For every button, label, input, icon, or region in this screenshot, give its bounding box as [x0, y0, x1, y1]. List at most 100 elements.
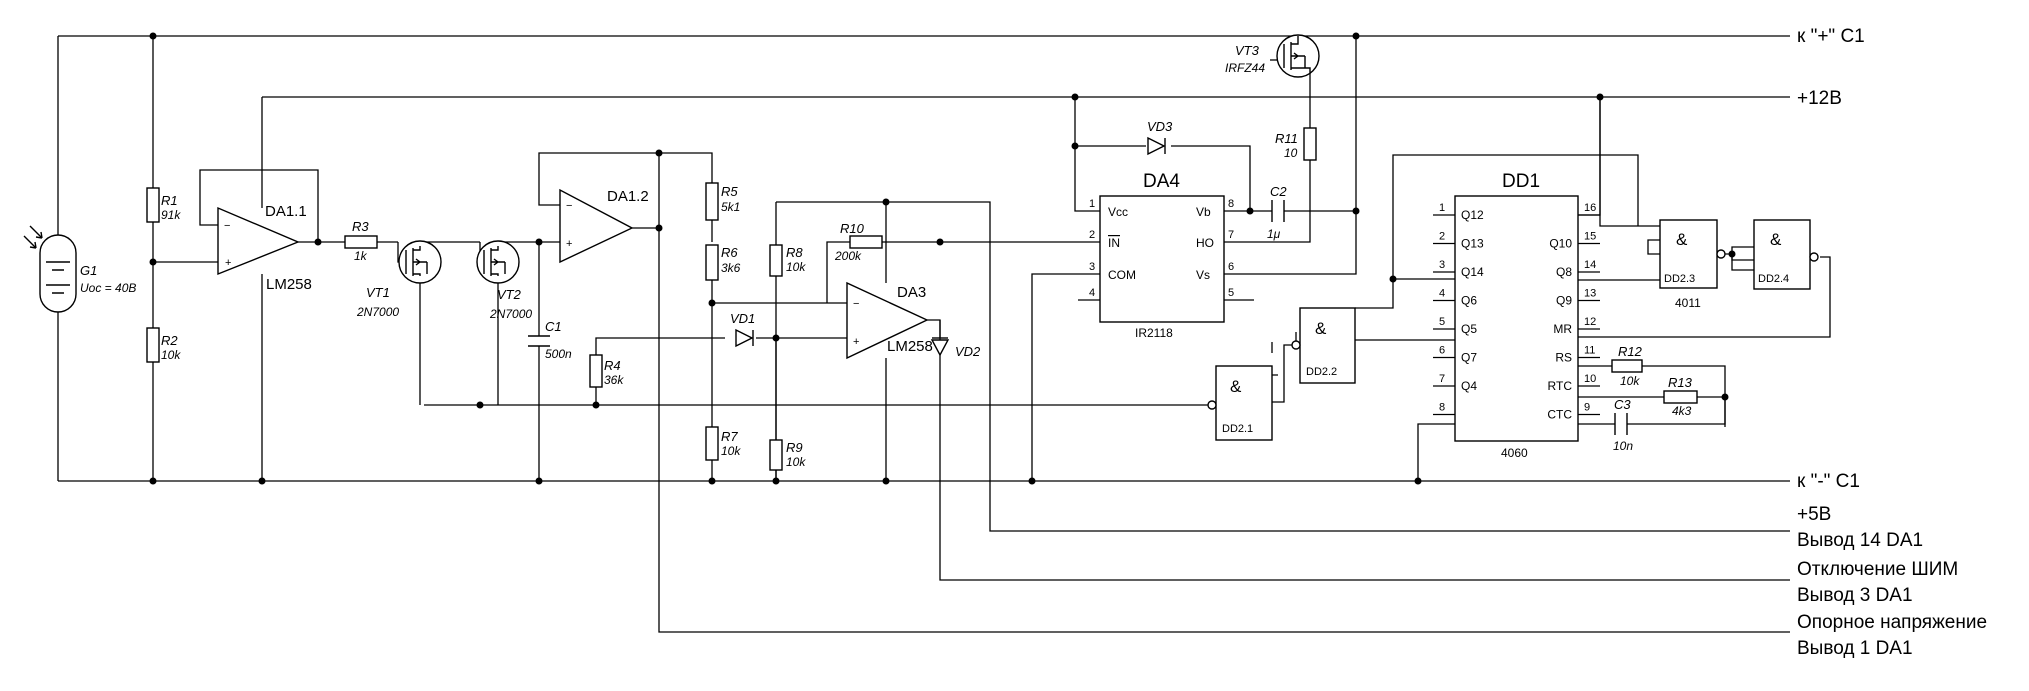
dd1-pin-name: MR [1553, 322, 1572, 336]
r2-ref: R2 [161, 333, 178, 348]
da4-pin-7: 7 [1228, 229, 1234, 241]
dd1-pin-name: CTC [1547, 408, 1572, 422]
r13-body [1663, 390, 1698, 404]
r8-ref: R8 [786, 245, 803, 260]
mosfet-vt1: VT1 2N7000 [356, 240, 442, 319]
dd1-pin-number: 15 [1584, 231, 1596, 243]
dd1-ref: DD1 [1502, 171, 1540, 192]
dd1-pin-number: 5 [1439, 316, 1445, 328]
dd1-pin-number: 2 [1439, 231, 1445, 243]
r5-body [705, 182, 719, 221]
wire-dd1-p16-rail [1578, 97, 1601, 216]
dd1-pin-name: Q9 [1556, 294, 1572, 308]
wire-da3-fb [826, 241, 940, 303]
dd1-pin-name: Q7 [1461, 351, 1477, 365]
r3-ref: R3 [352, 219, 369, 234]
r6-ref: R6 [721, 245, 738, 260]
c3-val: 10n [1613, 439, 1633, 453]
wire-vref [658, 153, 1790, 633]
c1-val: 500n [545, 347, 572, 361]
dd1-pin-number: 1 [1439, 202, 1445, 214]
r7-val: 10k [721, 444, 741, 458]
vt1-part: 2N7000 [356, 305, 399, 319]
dd1-pin-name: Q8 [1556, 265, 1572, 279]
r2-val: 10k [161, 348, 181, 362]
wire-dd1-p8 [1417, 423, 1455, 481]
g1-photocell: G1 Uoc = 40В [23, 225, 136, 313]
opamp-da3: − + DA3 LM258 [846, 281, 933, 360]
vt3-part: IRFZ44 [1225, 61, 1265, 75]
dd23-ref: DD2.3 [1664, 273, 1695, 285]
da4-pin-4: 4 [1089, 287, 1095, 299]
vt1-ref: VT1 [366, 285, 390, 300]
r12-body [1611, 359, 1643, 373]
dd1-pin-name: Q12 [1461, 208, 1484, 222]
da4-label-ho: HO [1196, 236, 1214, 250]
dd1-part: 4060 [1501, 446, 1528, 460]
c3-ref: C3 [1614, 397, 1631, 412]
label-pwm-off: Отключение ШИМ [1797, 559, 1958, 580]
g1-val: Uoc = 40В [80, 281, 136, 295]
r11-val: 10 [1284, 146, 1298, 160]
r1-val: 91k [161, 208, 181, 222]
r10-body [849, 235, 883, 249]
svg-text:−: − [224, 220, 230, 232]
dd1-pin-name: Q13 [1461, 237, 1484, 251]
dd1-pin-number: 10 [1584, 373, 1596, 385]
gate-dd24: & DD2.4 [1753, 219, 1819, 290]
wire-r8r9 [775, 201, 886, 481]
g1-ref: G1 [80, 263, 97, 278]
da4-pin-8: 8 [1228, 198, 1234, 210]
wire-pwm-off [939, 320, 1790, 581]
label-plus-c1: к "+" С1 [1797, 26, 1865, 47]
da3-part: LM258 [887, 338, 933, 355]
r1-body [146, 187, 160, 223]
wire-dd22-in [1355, 278, 1455, 341]
dd1-pin-name: RTC [1548, 379, 1573, 393]
wire-dd21-out [1272, 344, 1296, 403]
dd1-pin-number: 12 [1584, 316, 1596, 328]
c2-body [1271, 200, 1285, 222]
r9-ref: R9 [786, 440, 803, 455]
c1-ref: C1 [545, 319, 562, 334]
junctions [149, 32, 1736, 485]
label-vref: Опорное напряжение [1797, 612, 1987, 633]
svg-text:+: + [225, 257, 231, 269]
da12-ref: DA1.2 [607, 188, 649, 205]
da4-pin-5: 5 [1228, 287, 1234, 299]
wire-dd23-in [1599, 97, 1660, 255]
ic-da4: DA4 IR2118 Vcc IN COM Vb HO Vs 1 2 3 4 5… [1089, 171, 1234, 340]
dd1-pin-number: 16 [1584, 202, 1596, 214]
dd22-symbol: & [1315, 319, 1327, 338]
c1-body [528, 335, 550, 347]
wire-vd3 [1075, 145, 1251, 211]
wire-da4-ho [1224, 160, 1311, 243]
diode-vd3: VD3 [1147, 119, 1173, 156]
r8-body [769, 244, 783, 277]
dd1-pin-number: 7 [1439, 373, 1445, 385]
wire-da4-com [1031, 273, 1100, 481]
dd21-symbol: & [1230, 377, 1242, 396]
label-plus5: +5В [1797, 504, 1831, 525]
r2-body [146, 327, 160, 363]
r9-body [769, 439, 783, 471]
wire-plus5 [886, 201, 1790, 532]
da3-ref: DA3 [897, 284, 926, 301]
wire-da4-vs [1224, 36, 1357, 275]
wire-da11-fb [199, 169, 319, 242]
dd1-pin-name: Q4 [1461, 379, 1477, 393]
da4-pin-1: 1 [1089, 198, 1095, 210]
dd1-pin-name: Q6 [1461, 294, 1477, 308]
dd1-pin-number: 13 [1584, 288, 1596, 300]
r7-body [705, 426, 719, 461]
wire-dd22-q14 [1392, 154, 1639, 279]
r5-ref: R5 [721, 184, 738, 199]
label-pin3: Вывод 3 DA1 [1797, 585, 1913, 606]
dd23-part: 4011 [1675, 296, 1701, 310]
r6-body [705, 244, 719, 281]
vt3-ref: VT3 [1235, 43, 1260, 58]
dd22-ref: DD2.2 [1306, 366, 1337, 378]
da4-pin-6: 6 [1228, 261, 1234, 273]
r11-body [1303, 127, 1317, 161]
capacitors: C1 500n C2 1μ C3 10n [528, 184, 1633, 453]
